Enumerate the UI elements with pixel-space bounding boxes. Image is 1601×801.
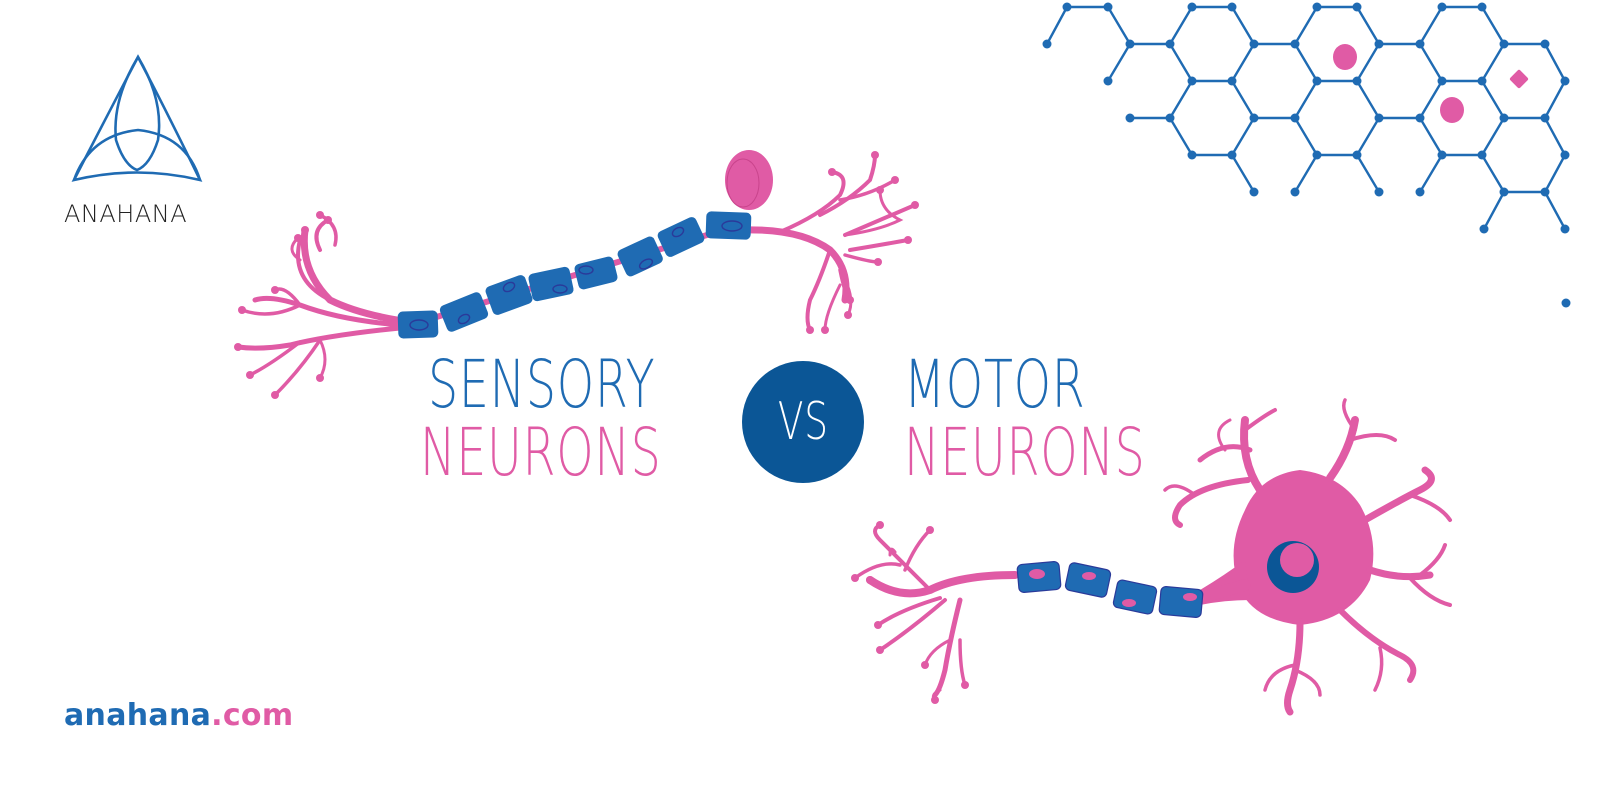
brand-name: ANAHANA [64, 200, 188, 228]
sensory-label: SENSORY [428, 346, 656, 423]
motor-label: MOTOR [904, 346, 1086, 423]
vs-badge: VS [742, 361, 864, 483]
triquetra-icon [71, 54, 203, 182]
site-url-link[interactable]: anahana.com [64, 698, 293, 733]
vs-label: VS [777, 392, 829, 452]
site-url-tld: .com [211, 698, 294, 733]
site-url-domain: anahana [64, 698, 212, 733]
sensory-neurons-label: NEURONS [420, 414, 662, 491]
motor-neurons-label: NEURONS [904, 414, 1146, 491]
